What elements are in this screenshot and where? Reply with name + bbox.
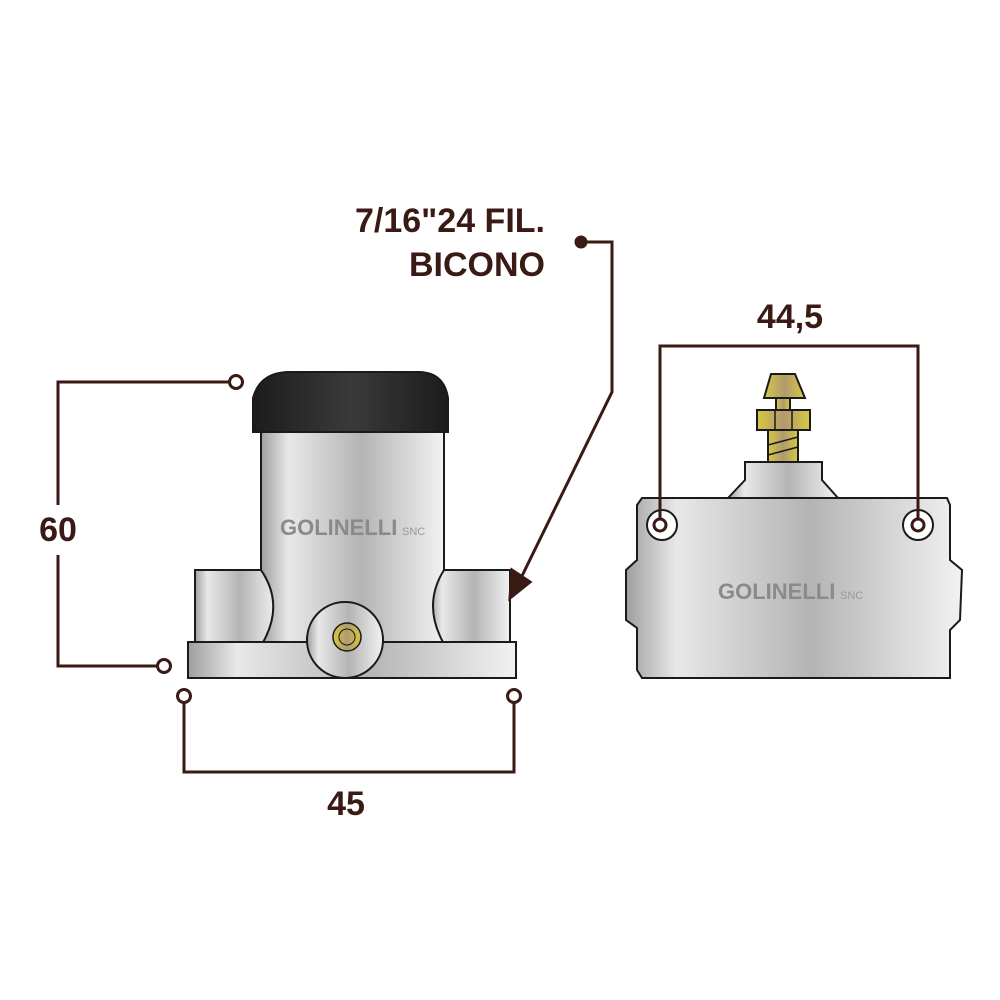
outlet-bore [338, 628, 356, 646]
arrow-head-icon [508, 567, 533, 602]
width-dimension [176, 688, 522, 774]
neck [725, 461, 841, 499]
brand-label-front: GOLINELLI [280, 515, 397, 540]
body-housing [625, 497, 964, 679]
thread-leader [508, 235, 614, 602]
left-lug [194, 569, 278, 645]
dimension-endpoint [652, 517, 668, 533]
regulator-front-view [187, 371, 517, 679]
hole-spacing-label: 44,5 [757, 298, 823, 336]
dimension-endpoint [506, 688, 522, 704]
width-dimension-label: 45 [327, 785, 365, 823]
brand-suffix-top: SNC [840, 590, 863, 602]
leader-dot [574, 235, 588, 249]
thread-spec-label: 7/16"24 FIL. [355, 202, 545, 240]
height-dimension-label: 60 [39, 511, 77, 549]
threaded-stem [767, 427, 799, 463]
brass-outlet [332, 622, 362, 652]
thread-type-label: BICONO [409, 246, 545, 284]
height-dimension [56, 374, 244, 674]
hole-spacing-dimension [652, 344, 926, 533]
dimension-endpoint [176, 688, 192, 704]
regulator-top-view [625, 373, 964, 679]
right-lug [429, 569, 511, 645]
brand-suffix-front: SNC [402, 526, 425, 538]
hex-nut [756, 409, 811, 431]
brand-label-top: GOLINELLI [718, 579, 835, 604]
black-cap [252, 371, 449, 433]
dimension-endpoint [228, 374, 244, 390]
dimension-endpoint [156, 658, 172, 674]
dimension-endpoint [910, 517, 926, 533]
bicone-tip [762, 373, 807, 399]
